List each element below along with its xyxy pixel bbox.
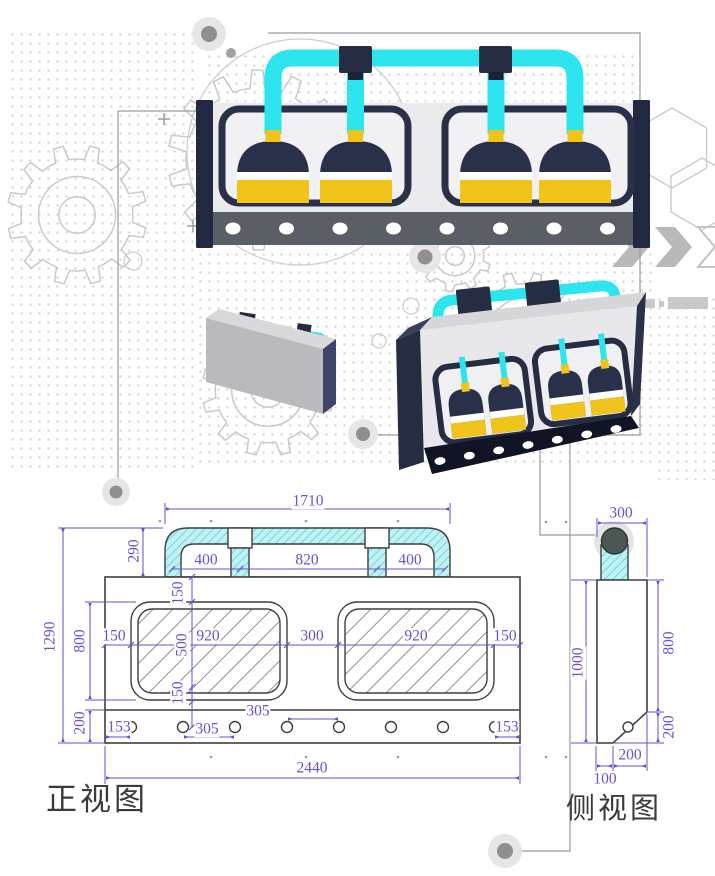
dimension-label: 1710 [291, 492, 325, 510]
dimension-label: 300 [299, 627, 325, 645]
iso-large-end-cap-top [396, 317, 432, 340]
iso-large-end-cap [396, 330, 424, 470]
tanks [237, 141, 611, 203]
dot-pattern-left [8, 30, 196, 470]
dimension-label: 150 [169, 580, 187, 606]
side-view-label: 侧视图 [566, 793, 663, 825]
machine-end-cap [633, 100, 650, 248]
side-pipe-cap [600, 527, 629, 555]
side-view-dimension-lines [571, 518, 664, 771]
dimension-label: 400 [193, 551, 219, 569]
dimension-label: 820 [294, 551, 320, 569]
dimension-label: 290 [125, 538, 143, 564]
band-holes [225, 222, 615, 235]
speck-dots [158, 519, 568, 759]
dimension-label: 920 [195, 627, 221, 645]
dimension-label: 2440 [295, 759, 329, 777]
dot-pattern-right [655, 295, 715, 480]
donut-marker [488, 834, 522, 868]
iso-tanks [448, 365, 626, 439]
donut-marker [192, 17, 226, 51]
iso-large-machine [396, 279, 646, 474]
front-view-label: 正视图 [46, 782, 148, 817]
dimension-label: 150 [101, 627, 127, 645]
small-dot-marker [226, 48, 236, 58]
dimension-label: 920 [403, 627, 429, 645]
iso-small-top-face [206, 309, 336, 349]
dimension-label: 200 [660, 714, 678, 740]
dimension-label: 800 [660, 630, 678, 656]
iso-large-top-face [420, 292, 646, 330]
iso-tank-nubs [460, 359, 610, 393]
dimension-label: 500 [173, 632, 191, 658]
dimension-label: 1000 [569, 646, 587, 680]
dimension-label: 800 [71, 628, 89, 654]
tank-nubs [265, 130, 583, 142]
dimension-label: 1290 [41, 620, 59, 654]
dimension-label: 200 [71, 710, 89, 736]
iso-small-machine [206, 309, 336, 414]
dimension-label: 200 [617, 746, 643, 764]
dimension-label: 100 [592, 770, 618, 788]
donut-marker [409, 241, 441, 273]
side-view-drawing [596, 527, 648, 744]
front-view-dimension-lines [58, 503, 524, 784]
iso-large-windows [432, 333, 634, 446]
machine-flat-illustration [196, 46, 650, 248]
pipe-bridge [264, 49, 584, 134]
iso-small-side-face [323, 339, 336, 414]
machine-end-cap [196, 100, 213, 248]
dimension-label: 305 [245, 702, 271, 720]
iso-large-right-face [631, 292, 646, 416]
dimension-label: 150 [492, 627, 518, 645]
dimension-label: 153 [106, 718, 132, 736]
donut-marker [102, 478, 130, 506]
dimension-label: 305 [194, 720, 220, 738]
iso-band-holes [434, 425, 622, 465]
dimension-label: 150 [169, 680, 187, 706]
dimension-label: 300 [608, 504, 634, 522]
iso-small-front-face [206, 318, 323, 414]
donut-marker [348, 419, 378, 449]
dimension-label: 400 [397, 551, 423, 569]
t-connectors [339, 46, 512, 80]
dimension-label: 153 [494, 718, 520, 736]
